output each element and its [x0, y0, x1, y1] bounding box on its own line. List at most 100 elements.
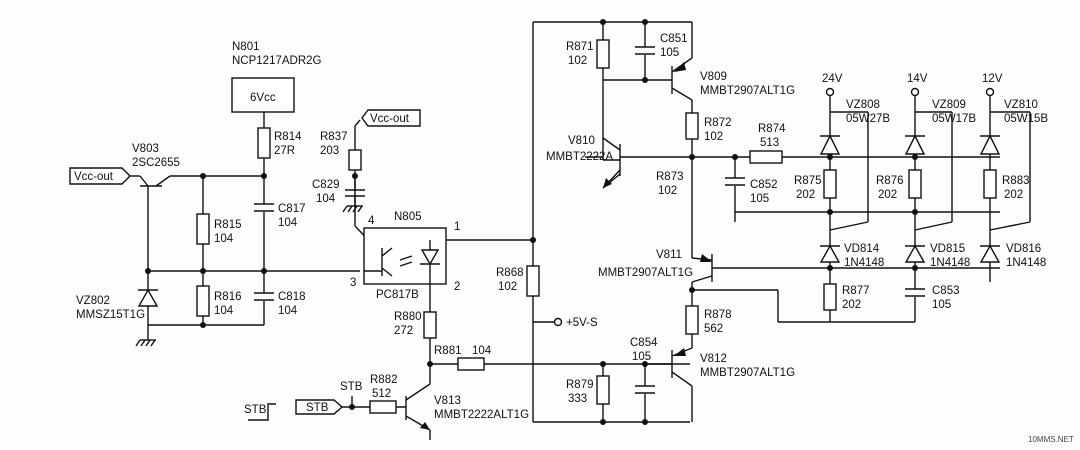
n805-label: N805 — [394, 211, 422, 223]
r815-label: R815 — [214, 219, 242, 231]
vcc-out-left-label: Vcc-out — [74, 171, 114, 183]
vz808-zener — [819, 134, 841, 155]
c817-capacitor — [254, 203, 276, 212]
r879-value: 333 — [568, 393, 587, 405]
vd815-label: VD815 — [930, 243, 965, 255]
v14-terminal — [910, 87, 920, 97]
vd816-diode — [979, 244, 1001, 263]
pin1-label: 1 — [454, 221, 460, 233]
c817-value: 104 — [278, 217, 298, 229]
r883-value: 202 — [1004, 189, 1023, 201]
r868-label: R868 — [496, 267, 524, 279]
vz808-label: VZ808 — [846, 99, 880, 111]
r877-resistor — [823, 283, 837, 311]
v813-label: V813 — [434, 395, 461, 407]
vd814-part-label: 1N4148 — [844, 257, 884, 269]
c853-value: 105 — [932, 299, 951, 311]
r883-resistor — [983, 169, 997, 199]
r871-value: 102 — [568, 55, 587, 67]
r880-label: R880 — [394, 311, 422, 323]
r875-label: R875 — [794, 175, 822, 187]
r879-label: R879 — [566, 379, 594, 391]
v811-part-label: MMBT2907ALT1G — [598, 267, 693, 279]
r814-value: 27R — [274, 145, 295, 157]
vz809-label: VZ809 — [932, 99, 966, 111]
v813-part-label: MMBT2222ALT1G — [434, 409, 529, 421]
vd814-label: VD814 — [844, 243, 880, 255]
v24-terminal — [825, 87, 835, 97]
vd816-label: VD816 — [1006, 243, 1041, 255]
v812-label: V812 — [700, 353, 727, 365]
vz808-part-label: 05W27B — [846, 113, 890, 125]
r837-label: R837 — [320, 131, 348, 143]
r837-resistor — [348, 149, 362, 171]
r874-label: R874 — [758, 123, 786, 135]
v12-label: 12V — [982, 73, 1003, 85]
vz809-zener — [904, 134, 926, 155]
plus5v-label: +5V-S — [566, 317, 598, 329]
v12-terminal — [985, 87, 995, 97]
n801-label: N801 — [232, 41, 260, 53]
r882-label: R882 — [370, 374, 398, 386]
r871-label: R871 — [566, 41, 594, 53]
v811-transistor — [691, 254, 713, 283]
c852-value: 105 — [750, 193, 769, 205]
vd816-part-label: 1N4148 — [1006, 257, 1046, 269]
r875-value: 202 — [796, 189, 815, 201]
vz810-part-label: 05W15B — [1004, 113, 1048, 125]
c829-value: 104 — [316, 193, 336, 205]
pin2-label: 2 — [454, 281, 460, 293]
v809-label: V809 — [700, 71, 727, 83]
vz810-label: VZ810 — [1004, 99, 1038, 111]
vz802-label: VZ802 — [76, 295, 110, 307]
r874-resistor — [749, 150, 783, 164]
c818-value: 104 — [278, 305, 298, 317]
n805-optocoupler — [363, 227, 447, 285]
r881-value: 104 — [472, 345, 492, 357]
c852-label: C852 — [750, 179, 778, 191]
c853-label: C853 — [932, 285, 960, 297]
r876-resistor — [908, 169, 922, 199]
c829-label: C829 — [312, 179, 340, 191]
v810-part-label: MMBT2222A — [546, 151, 613, 163]
c854-capacitor — [634, 385, 656, 394]
r879-resistor — [596, 375, 610, 405]
pc817b-label: PC817B — [376, 289, 419, 301]
c818-capacitor — [254, 292, 276, 301]
r873-value: 102 — [658, 185, 677, 197]
r878-value: 562 — [704, 323, 723, 335]
c817-label: C817 — [278, 203, 306, 215]
c854-value: 105 — [632, 351, 651, 363]
vcc-out-left-tag — [69, 167, 131, 185]
v811-label: V811 — [656, 249, 682, 261]
r883-label: R883 — [1002, 175, 1030, 187]
r876-label: R876 — [876, 175, 904, 187]
c851-capacitor — [634, 46, 656, 55]
plus5v-terminal — [553, 317, 563, 327]
v809-part-label: MMBT2907ALT1G — [700, 85, 795, 97]
v812-part-label: MMBT2907ALT1G — [700, 367, 795, 379]
pin4-label: 4 — [368, 215, 375, 227]
n801-part-label: NCP1217ADR2G — [232, 55, 322, 67]
r877-value: 202 — [842, 299, 861, 311]
r882-value: 512 — [372, 388, 391, 400]
stb-tag — [248, 399, 344, 421]
r814-resistor — [257, 127, 271, 159]
v803-part-label: 2SC2655 — [132, 157, 180, 169]
r868-resistor — [526, 265, 540, 297]
stb-box-label: STB — [306, 402, 329, 414]
vcc-out-right-label: Vcc-out — [370, 113, 410, 125]
v810-label: V810 — [568, 135, 595, 147]
r878-label: R878 — [704, 309, 732, 321]
r871-resistor — [596, 39, 610, 69]
r815-resistor — [196, 213, 210, 245]
r877-label: R877 — [842, 285, 870, 297]
r881-resistor — [457, 357, 485, 371]
c852-capacitor — [724, 177, 746, 186]
vcc-out-right-tag — [361, 109, 421, 127]
r872-resistor — [685, 112, 699, 140]
vd815-diode — [904, 244, 926, 263]
v24-label: 24V — [822, 73, 843, 85]
